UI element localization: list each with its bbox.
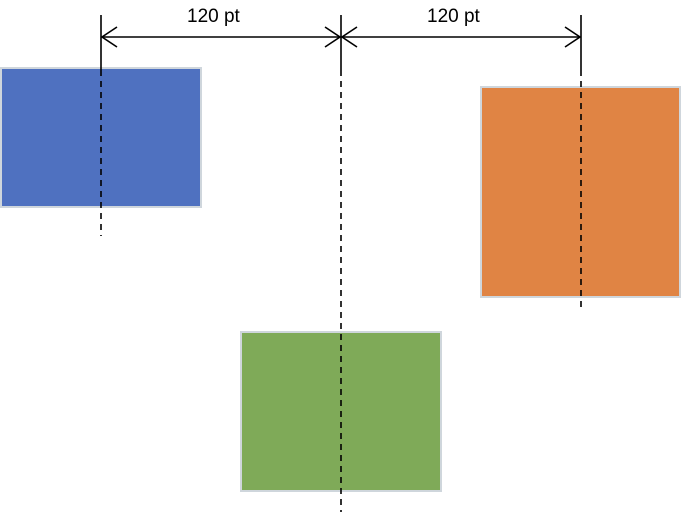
left-dimension-arrowhead-end (324, 26, 342, 48)
left-dimension-arrowhead-start (100, 26, 118, 48)
right-dimension-arrowhead-start (340, 26, 358, 48)
right-dimension-label: 120 pt (427, 6, 480, 27)
right-dimension-arrowhead-end (564, 26, 582, 48)
left-dimension-label: 120 pt (187, 6, 240, 27)
